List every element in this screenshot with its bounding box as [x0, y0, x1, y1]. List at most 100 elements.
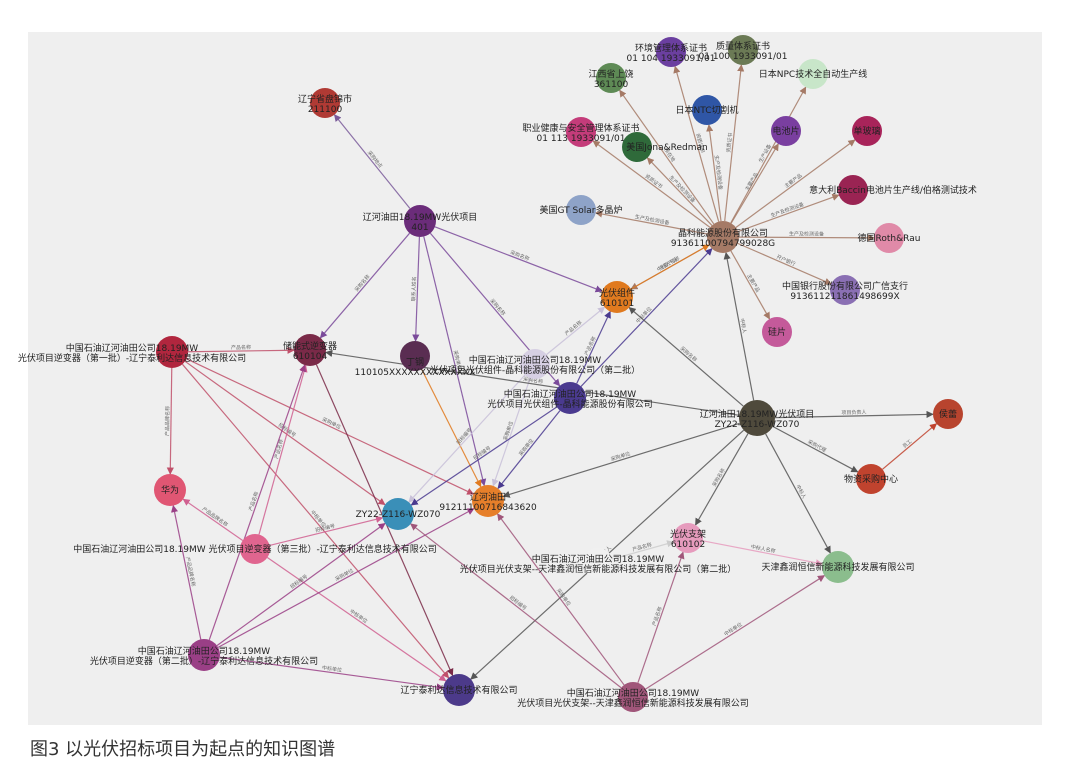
node-gv_module2[interactable]: 中国石油辽河油田公司18.19MW光伏项目光伏组件-晶科能源股份有限公司（第二批… [430, 349, 640, 379]
node-circle[interactable] [596, 63, 626, 93]
node-sublabel: ZY22-Z116-WZ070 [715, 420, 800, 430]
node-gv_invert1[interactable]: 中国石油辽河油田公司18.19MW光伏项目逆变器（第一批）-辽宁泰利达信息技术有… [18, 336, 246, 368]
node-circle[interactable] [240, 534, 270, 564]
node-ntc[interactable]: 日本NTC切割机 [676, 95, 739, 125]
edge-jingke-jiangxi [619, 89, 715, 225]
node-circle[interactable] [566, 117, 596, 147]
node-circle[interactable] [798, 59, 828, 89]
node-circle[interactable] [520, 349, 550, 379]
edge-gv_module1-pv_module [576, 310, 611, 384]
node-label: 辽宁泰利达信息技术有限公司 [400, 684, 517, 696]
node-zy22[interactable]: ZY22-Z116-WZ070 [356, 498, 441, 530]
node-baccin[interactable]: 意大利Baccin电池片生产线/伯格测试技术 [809, 175, 977, 205]
node-circle[interactable] [554, 382, 586, 414]
edge-liaohe18_center-inverter [325, 349, 740, 416]
node-gv_invert2[interactable]: 中国石油辽河油田公司18.19MW光伏项目逆变器（第二批）-辽宁泰利达信息技术有… [90, 639, 318, 671]
node-circle[interactable] [762, 317, 792, 347]
node-circle[interactable] [154, 474, 186, 506]
node-circle[interactable] [294, 334, 326, 366]
edge-liaohe18_center-liaohe_oil [502, 422, 740, 498]
edge-gv_module1-zy22 [410, 406, 558, 506]
edge-label: 采购名称 [523, 375, 544, 385]
node-circle[interactable] [188, 639, 220, 671]
node-circle[interactable] [739, 400, 775, 436]
node-sublabel: 光伏项目逆变器（第一批）-辽宁泰利达信息技术有限公司 [18, 352, 246, 364]
node-huawei[interactable]: 华为 [154, 474, 186, 506]
edge-liaohe18_top-dinggang [412, 236, 421, 342]
node-circle[interactable] [822, 551, 854, 583]
node-label: 物资采购中心 [844, 473, 898, 485]
node-label: 光伏支架 [670, 528, 706, 540]
node-sublabel: 光伏项目光伏组件-晶科能源股份有限公司 [487, 398, 652, 410]
node-gv_invert3[interactable]: 中国石油辽河油田公司18.19MW 光伏项目逆变器（第三批）-辽宁泰利达信息技术… [73, 534, 437, 564]
node-gv_bracket2[interactable]: 中国石油辽河油田公司18.19MW光伏项目光伏支架--天津鑫润恒信新能源科技发展… [460, 548, 737, 578]
node-circle[interactable] [856, 464, 886, 494]
node-circle[interactable] [830, 275, 860, 305]
node-circle[interactable] [618, 682, 648, 712]
edge-gv_module1-liaohe_oil [497, 410, 561, 490]
node-circle[interactable] [583, 548, 613, 578]
node-tianjin[interactable]: 天津鑫润恒信新能源科技发展有限公司 [761, 551, 915, 583]
node-silicon[interactable]: 硅片 [762, 317, 792, 347]
edge-jingke-boc [737, 242, 832, 285]
edge-jingke-quality_cert [724, 64, 745, 222]
node-circle[interactable] [400, 341, 430, 371]
node-circle[interactable] [838, 175, 868, 205]
node-circle[interactable] [382, 498, 414, 530]
edge-gv_module2-zy22 [408, 374, 526, 503]
edge-jingke-roth [738, 234, 875, 242]
node-circle[interactable] [656, 37, 686, 67]
node-label: 华为 [161, 484, 179, 496]
node-circle[interactable] [771, 116, 801, 146]
node-cell[interactable]: 电池片 [771, 116, 801, 146]
edge-pv_bracket-tianjin [702, 540, 823, 567]
node-circle[interactable] [443, 674, 475, 706]
node-npc[interactable]: 日本NPC技术全自动生产线 [759, 59, 867, 89]
node-label: 职业健康与安全管理体系证书 [522, 122, 639, 134]
edge-label: 项目负责人 [841, 409, 866, 417]
node-circle[interactable] [472, 485, 504, 517]
node-single_glass[interactable]: 单玻璃 [852, 116, 882, 146]
node-jona[interactable]: 美国Jona&Redman [622, 132, 708, 162]
edge-gv_module2-pv_module [546, 306, 606, 355]
node-circle[interactable] [404, 205, 436, 237]
node-circle[interactable] [728, 35, 758, 65]
node-circle[interactable] [156, 336, 188, 368]
node-circle[interactable] [310, 88, 340, 118]
edge-label: 产品名称 [231, 344, 251, 351]
node-circle[interactable] [874, 223, 904, 253]
edge-jingke-npc [730, 86, 807, 224]
node-circle[interactable] [692, 95, 722, 125]
node-circle[interactable] [622, 132, 652, 162]
node-circle[interactable] [933, 399, 963, 429]
node-gt_solar[interactable]: 美国GT Solar多晶炉 [540, 195, 623, 225]
node-sublabel: 211100 [308, 105, 343, 115]
node-circle[interactable] [852, 116, 882, 146]
node-circle[interactable] [601, 281, 633, 313]
node-circle[interactable] [566, 195, 596, 225]
edge-label: 中标人名称 [750, 543, 776, 555]
node-circle[interactable] [673, 523, 703, 553]
node-liaoning_taili[interactable]: 辽宁泰利达信息技术有限公司 [400, 674, 518, 706]
node-circle[interactable] [707, 221, 739, 253]
node-gv_bracket1[interactable]: 中国石油辽河油田公司18.19MW光伏项目光伏支架--天津鑫润恒信新能源科技发展… [517, 682, 749, 712]
node-wuzi[interactable]: 物资采购中心 [844, 464, 898, 494]
node-roth[interactable]: 德国Roth&Rau [858, 223, 921, 253]
node-houyu[interactable]: 侯蕾 [933, 399, 963, 429]
edge-gv_invert2-huawei [171, 504, 202, 640]
